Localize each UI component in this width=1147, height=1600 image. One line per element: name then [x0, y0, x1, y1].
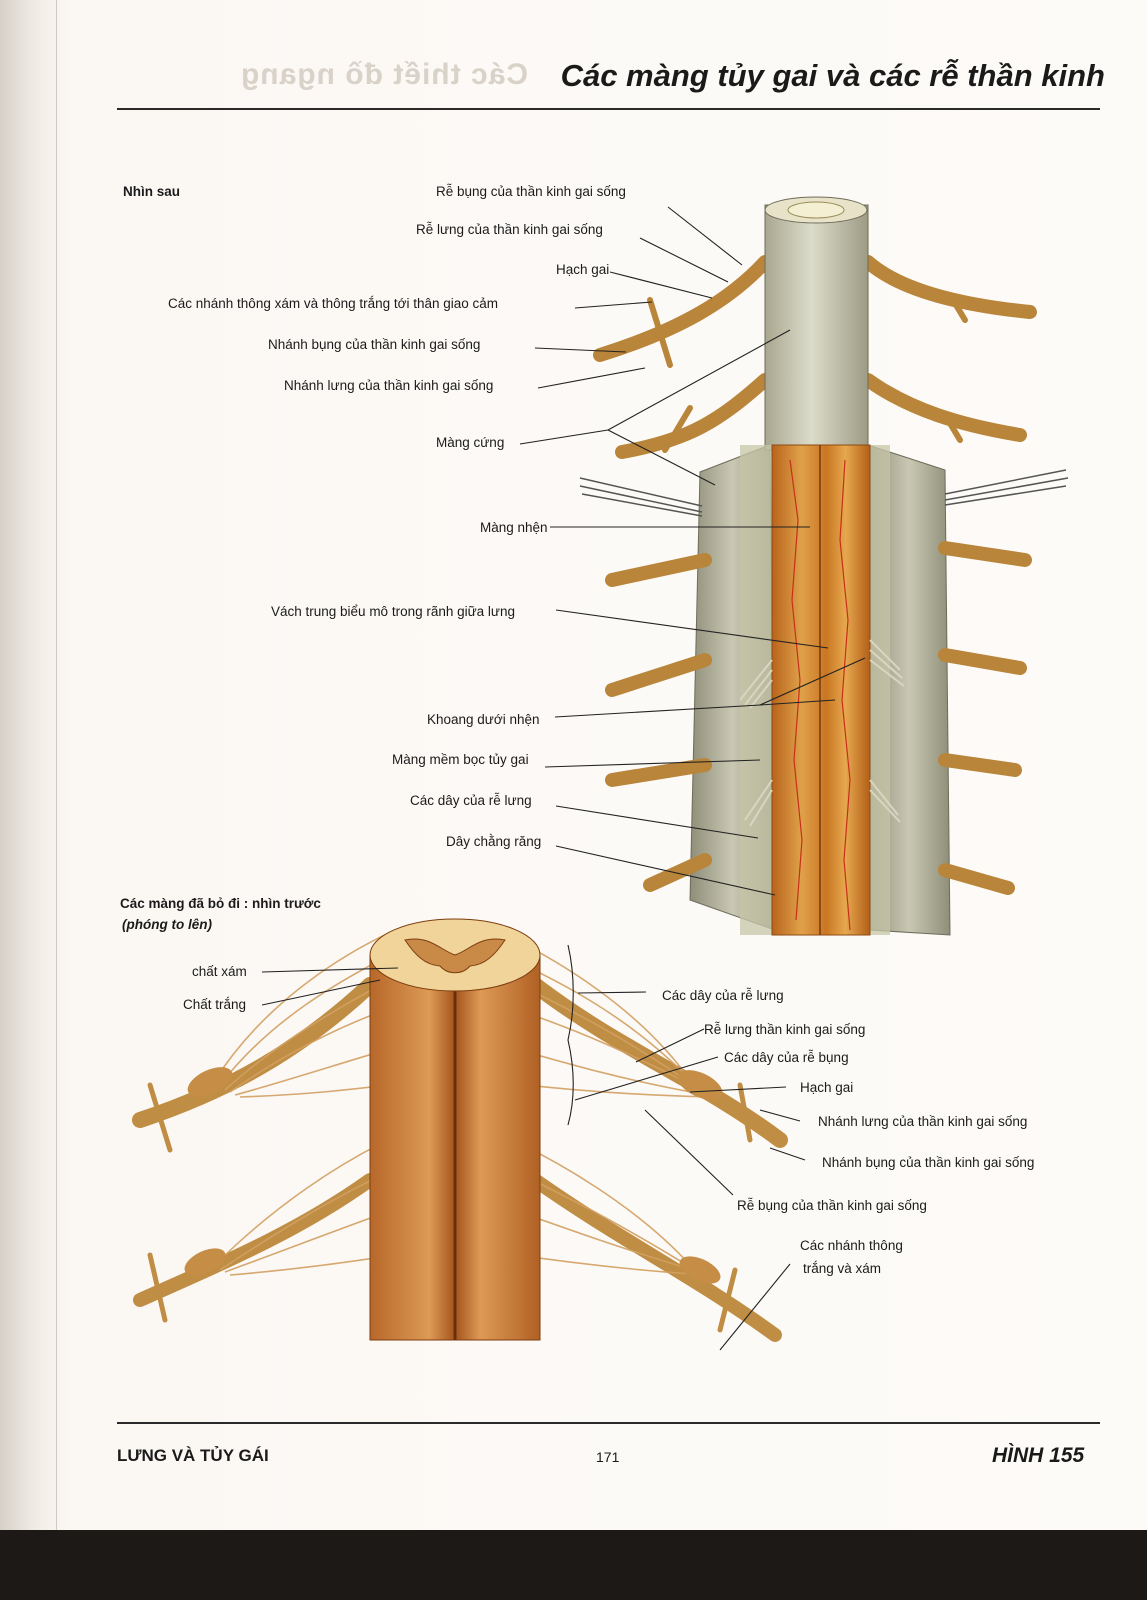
label-subarachnoid-space: Khoang dưới nhện [427, 712, 540, 727]
label-lower-dorsal-rootlets: Các dây của rễ lưng [662, 988, 784, 1003]
label-ventral-root: Rễ bụng của thần kinh gai sống [436, 184, 626, 199]
label-rami-line1: Các nhánh thông [800, 1238, 903, 1253]
label-dorsal-ramus: Nhánh lưng của thần kinh gai sống [284, 378, 494, 393]
label-arachnoid: Màng nhện [480, 520, 548, 535]
figure-number: HÌNH 155 [992, 1444, 1085, 1467]
label-ventral-ramus: Nhánh bụng của thần kinh gai sống [268, 337, 481, 352]
label-lower-ventral-root: Rễ bụng của thần kinh gai sống [737, 1198, 927, 1213]
label-rami-communicantes: Các nhánh thông xám và thông trắng tới t… [168, 296, 499, 311]
footer-rule [117, 1422, 1100, 1424]
label-lower-dorsal-root: Rễ lưng thần kinh gai sống [704, 1022, 866, 1037]
lower-figure-art [132, 918, 788, 1342]
page-number: 171 [596, 1449, 620, 1465]
label-lower-ganglion: Hạch gai [800, 1080, 854, 1095]
header-rule [117, 108, 1100, 110]
dura-tube [764, 204, 869, 451]
ganglion-right-upper [677, 1070, 723, 1100]
page-title: Các màng tủy gai và các rễ thần kinh [560, 58, 1105, 93]
label-ventral-rootlets: Các dây của rễ bụng [724, 1050, 849, 1065]
label-lower-ventral-ramus: Nhánh bụng của thần kinh gai sống [822, 1155, 1035, 1170]
label-lower-dorsal-ramus: Nhánh lưng của thần kinh gai sống [818, 1114, 1028, 1129]
lower-view-sublabel: (phóng to lên) [122, 917, 212, 932]
book-page: Các thiết đồ ngang Các màng tủy gai và c… [0, 0, 1147, 1530]
upper-view-label: Nhìn sau [123, 184, 181, 199]
leader-lines [261, 206, 866, 1351]
label-dorsal-septum: Vách trung biểu mô trong rãnh giữa lưng [271, 604, 515, 619]
lower-view-label: Các màng đã bỏ đi : nhìn trước [120, 896, 321, 911]
ganglion-left-lower [184, 1248, 226, 1276]
label-dorsal-root: Rễ lưng của thần kinh gai sống [416, 222, 603, 237]
ganglion-left-upper [187, 1067, 233, 1097]
upper-nerves-left [593, 255, 772, 892]
label-spinal-ganglion: Hạch gai [556, 262, 610, 277]
label-rami-line2: trắng và xám [803, 1261, 882, 1276]
label-dorsal-rootlets: Các dây của rễ lưng [410, 793, 532, 808]
grey-matter-h [404, 938, 506, 974]
label-denticulate-ligament: Dây chằng răng [446, 834, 542, 849]
upper-nerves-right [861, 255, 1037, 895]
label-grey-matter: chất xám [192, 964, 247, 979]
upper-figure-art [579, 196, 1069, 936]
ganglion-right-lower [679, 1256, 721, 1284]
communicating-branches [647, 292, 968, 453]
upper-rootlets [739, 639, 905, 827]
cord-vessels [789, 459, 851, 931]
label-pia-mater: Màng mềm bọc tủy gai [392, 752, 529, 767]
anatomy-illustration [132, 196, 1069, 1342]
retractor-pins [579, 469, 1069, 517]
page-binding [0, 0, 57, 1530]
label-white-matter: Chất trắng [183, 997, 247, 1012]
footer-section: LƯNG VÀ TỦY GÁI [117, 1446, 269, 1465]
label-dura-mater: Màng cứng [436, 435, 505, 450]
